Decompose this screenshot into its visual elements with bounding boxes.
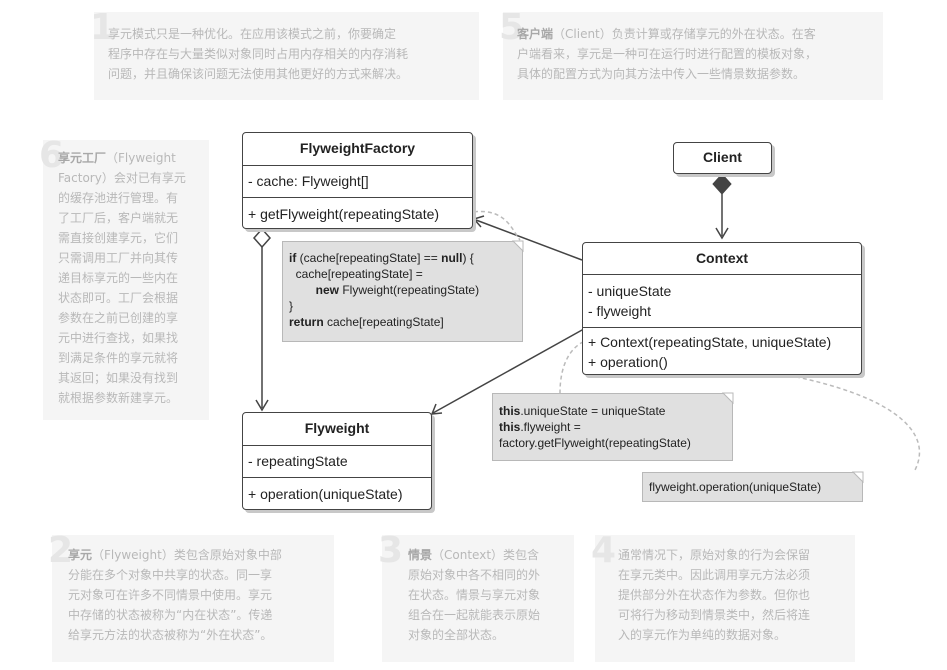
- class-method: + operation(): [588, 354, 668, 370]
- note-bold: 客户端: [517, 27, 554, 41]
- class-methods: + getFlyweight(repeatingState): [243, 198, 472, 224]
- class-flyweight-factory: FlyweightFactory - cache: Flyweight[] + …: [242, 132, 473, 229]
- code-text: factory.getFlyweight(repeatingState): [499, 436, 691, 450]
- class-context: Context - uniqueState - flyweight + Cont…: [582, 242, 862, 375]
- context-flyweight-association: [432, 319, 601, 414]
- note-bold: 情景: [408, 548, 433, 562]
- note-text: 通常情况下，原始对象的行为会保留 在享元类中。因此调用享元方法必须 提供部分外在…: [618, 548, 811, 642]
- class-fields: - repeatingState: [243, 446, 431, 478]
- note-body: （Client）负责计算或存储享元的外在状态。在客 户端看来，享元是一种可在运行…: [517, 27, 818, 81]
- note-body: （Context）类包含 原始对象中各不相同的外 在状态。情景与享元对象 组合在…: [408, 548, 541, 642]
- code-keyword: if: [289, 251, 297, 265]
- class-fields: - cache: Flyweight[]: [243, 166, 472, 198]
- class-title: Context: [583, 243, 861, 275]
- note-4: 4 通常情况下，原始对象的行为会保留 在享元类中。因此调用享元方法必须 提供部分…: [591, 533, 855, 662]
- code-text: Flyweight(repeatingState): [339, 283, 480, 297]
- arrowhead-icon: [472, 215, 485, 228]
- note-number: 1: [90, 7, 116, 48]
- note-number: 2: [48, 530, 74, 571]
- note-text: 享元模式只是一种优化。在应用该模式之前，你要确定 程序中存在与大量类似对象同时占…: [108, 27, 409, 81]
- class-client: Client: [673, 142, 772, 174]
- class-methods: + Context(repeatingState, uniqueState) +…: [583, 328, 861, 372]
- class-field: - repeatingState: [248, 453, 348, 469]
- class-title: Client: [703, 149, 742, 165]
- class-title: Flyweight: [243, 413, 431, 446]
- composition-diamond-icon: [712, 173, 732, 195]
- note-1: 1 享元模式只是一种优化。在应用该模式之前，你要确定 程序中存在与大量类似对象同…: [90, 10, 479, 100]
- note-2: 2 享元（Flyweight）类包含原始对象中部 分能在多个对象中共享的状态。同…: [48, 533, 334, 662]
- note-number: 4: [591, 530, 617, 571]
- class-field: - cache: Flyweight[]: [248, 173, 369, 189]
- code-text: .uniqueState = uniqueState: [520, 404, 666, 418]
- class-flyweight: Flyweight - repeatingState + operation(u…: [242, 412, 432, 510]
- class-field: - flyweight: [588, 303, 652, 319]
- context-factory-association: [475, 219, 583, 261]
- note-number: 6: [39, 135, 65, 176]
- note-text: 享元工厂（Flyweight Factory）会对已有享元 的缓存池进行管理。有…: [58, 148, 203, 408]
- aggregation-diamond-icon: [252, 227, 272, 249]
- note-bold: 享元工厂: [58, 151, 107, 165]
- code-link-context: [559, 338, 591, 394]
- note-3: 3 情景（Context）类包含 原始对象中各不相同的外 在状态。情景与享元对象…: [378, 533, 574, 662]
- code-text: (cache[repeatingState] ==: [296, 251, 442, 265]
- class-method: + getFlyweight(repeatingState): [248, 206, 440, 222]
- class-methods: + operation(uniqueState): [243, 478, 431, 504]
- note-number: 5: [499, 7, 525, 48]
- class-method: + operation(uniqueState): [248, 486, 403, 502]
- code-keyword: this: [499, 404, 521, 418]
- code-text: .flyweight =: [520, 420, 581, 434]
- class-title: FlyweightFactory: [243, 133, 472, 166]
- class-fields: - uniqueState - flyweight: [583, 275, 861, 328]
- note-number: 3: [378, 530, 404, 571]
- note-6: 6 享元工厂（Flyweight Factory）会对已有享元 的缓存池进行管理…: [39, 138, 209, 420]
- arrowhead-icon: [715, 227, 729, 240]
- code-text: cache[repeatingState] =: [289, 267, 423, 281]
- code-keyword: null: [441, 251, 463, 265]
- code-text: flyweight.operation(uniqueState): [649, 480, 822, 494]
- code-keyword: new: [315, 283, 340, 297]
- code-context: this.uniqueState = uniqueState this.flyw…: [492, 393, 733, 461]
- note-body: （Flyweight Factory）会对已有享元 的缓存池进行管理。有 了工厂…: [58, 151, 186, 405]
- note-bold: 享元: [68, 548, 93, 562]
- code-factory: if (cache[repeatingState] == null) { cac…: [282, 241, 523, 342]
- code-operation: flyweight.operation(uniqueState): [642, 472, 863, 502]
- code-text: cache[repeatingState]: [323, 315, 444, 329]
- class-method: + Context(repeatingState, uniqueState): [588, 334, 832, 350]
- note-body: （Flyweight）类包含原始对象中部 分能在多个对象中共享的状态。同一享 元…: [68, 548, 282, 642]
- note-5: 5 客户端（Client）负责计算或存储享元的外在状态。在客 户端看来，享元是一…: [499, 10, 883, 100]
- code-keyword: return: [289, 315, 324, 329]
- arrowhead-icon: [430, 403, 443, 415]
- note-text: 情景（Context）类包含 原始对象中各不相同的外 在状态。情景与享元对象 组…: [408, 545, 568, 645]
- note-text: 客户端（Client）负责计算或存储享元的外在状态。在客 户端看来，享元是一种可…: [517, 24, 873, 84]
- code-keyword: this: [499, 420, 521, 434]
- class-field: - uniqueState: [588, 283, 672, 299]
- note-text: 享元（Flyweight）类包含原始对象中部 分能在多个对象中共享的状态。同一享…: [68, 545, 328, 645]
- code-text: }: [289, 299, 294, 313]
- arrowhead-icon: [255, 399, 269, 412]
- code-link-factory: [466, 210, 521, 241]
- code-text: ) {: [462, 251, 474, 265]
